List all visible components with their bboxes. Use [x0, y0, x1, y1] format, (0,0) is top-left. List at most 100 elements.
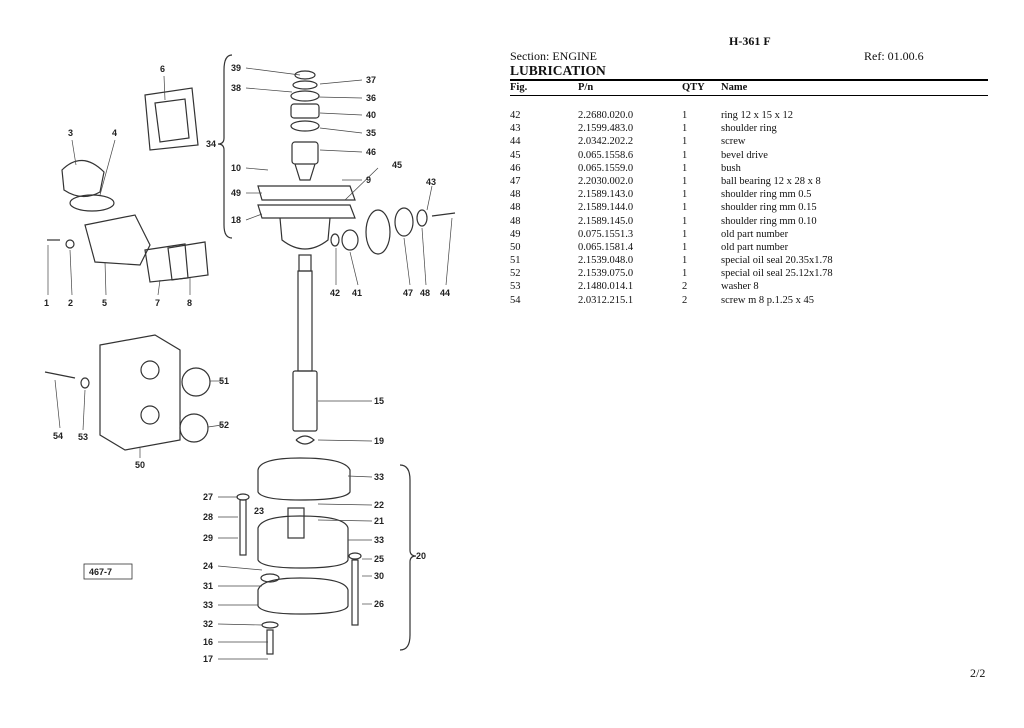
cell-name: ring 12 x 15 x 12 [721, 110, 794, 121]
cell-fig: 47 [510, 175, 521, 187]
cell-qty: 1 [682, 123, 688, 135]
callout-40: 40 [366, 110, 376, 120]
section-label: Section: ENGINE [510, 49, 597, 63]
callout-28: 28 [203, 512, 213, 522]
callout-32: 32 [203, 619, 213, 629]
page-number: 2/2 [970, 666, 986, 680]
callout-29: 29 [203, 533, 213, 543]
callout-48: 48 [420, 288, 430, 298]
callout-30: 30 [374, 571, 384, 581]
callout-10: 10 [231, 163, 241, 173]
cell-part-number: 0.065.1581.4 [578, 241, 634, 253]
cell-fig: 50 [510, 241, 521, 253]
callout-44: 44 [440, 288, 450, 298]
callout-22: 22 [374, 500, 384, 510]
header-rule [510, 79, 988, 81]
cell-fig: 54 [510, 294, 521, 306]
callout-6: 6 [160, 64, 165, 74]
callout-50: 50 [135, 460, 145, 470]
reference-label: Ref: 01.00.6 [864, 49, 924, 63]
callout-9: 9 [366, 175, 371, 185]
cell-part-number: 0.075.1551.3 [578, 228, 634, 240]
cell-qty: 1 [682, 228, 688, 240]
cell-fig: 49 [510, 228, 521, 240]
column-header-qty: QTY [682, 82, 705, 93]
cell-name: shoulder ring mm 0.15 [721, 202, 817, 214]
callout-53: 53 [78, 432, 88, 442]
cell-fig: 48 [510, 189, 521, 201]
cell-qty: 1 [682, 162, 688, 174]
callout-7: 7 [155, 298, 160, 308]
column-header-name: Name [721, 82, 748, 93]
callout-5: 5 [102, 298, 107, 308]
callout-19: 19 [374, 436, 384, 446]
callout-20: 20 [416, 551, 426, 561]
cell-name: special oil seal 25.12x1.78 [721, 268, 833, 280]
table-row: 43 2.1599.483.0 1 shoulder ring [510, 122, 988, 135]
cell-name: ball bearing 12 x 28 x 8 [721, 175, 821, 187]
cell-qty: 1 [682, 189, 688, 201]
column-header-pn: P/n [578, 82, 594, 93]
callout-26: 26 [374, 599, 384, 609]
cell-name: bevel drive [721, 149, 768, 161]
callout-43: 43 [426, 177, 436, 187]
cell-name: shoulder ring [721, 123, 777, 135]
callout-41: 41 [352, 288, 362, 298]
callout-38: 38 [231, 83, 241, 93]
cell-qty: 1 [682, 215, 688, 227]
callout-33b: 33 [374, 535, 384, 545]
cell-part-number: 2.0342.202.2 [578, 136, 634, 148]
callout-52: 52 [219, 420, 229, 430]
cell-name: screw m 8 p.1.25 x 45 [721, 294, 815, 306]
cell-part-number: 0.065.1559.0 [578, 162, 634, 174]
cell-fig: 43 [510, 123, 521, 135]
column-header-fig: Fig. [510, 82, 528, 93]
cell-part-number: 2.1589.144.0 [578, 202, 634, 214]
cell-part-number: 2.0312.215.1 [578, 294, 634, 306]
section-heading: LUBRICATION [510, 63, 606, 78]
cell-qty: 1 [682, 268, 688, 280]
callout-24: 24 [203, 561, 213, 571]
callout-21: 21 [374, 516, 384, 526]
document-title: H-361 F [729, 34, 771, 48]
callout-2: 2 [68, 298, 73, 308]
cell-part-number: 2.1539.048.0 [578, 255, 634, 267]
callout-17: 17 [203, 654, 213, 664]
callout-15: 15 [374, 396, 384, 406]
cell-name: old part number [721, 228, 789, 240]
cell-part-number: 2.2030.002.0 [578, 175, 634, 187]
callout-4: 4 [112, 128, 117, 138]
cell-qty: 1 [682, 136, 688, 148]
cell-fig: 44 [510, 136, 521, 148]
callout-39: 39 [231, 63, 241, 73]
plate-label-box [83, 563, 133, 580]
cell-part-number: 2.1539.075.0 [578, 268, 634, 280]
callout-23: 23 [254, 506, 264, 516]
callout-25: 25 [374, 554, 384, 564]
cell-name: bush [721, 162, 741, 174]
cell-qty: 2 [682, 294, 688, 306]
callout-37: 37 [366, 75, 376, 85]
callout-18: 18 [231, 215, 241, 225]
cell-qty: 1 [682, 175, 688, 187]
cell-part-number: 2.2680.020.0 [578, 110, 634, 121]
table-row: 54 2.0312.215.1 2 screw m 8 p.1.25 x 45 [510, 294, 988, 307]
callout-3: 3 [68, 128, 73, 138]
callout-54: 54 [53, 431, 63, 441]
cell-fig: 48 [510, 215, 521, 227]
callout-51: 51 [219, 376, 229, 386]
cell-name: special oil seal 20.35x1.78 [721, 255, 833, 267]
callout-33c: 33 [203, 600, 213, 610]
plate-label: 467-7 [89, 567, 112, 577]
column-header-rule [510, 95, 988, 96]
cell-part-number: 2.1599.483.0 [578, 123, 634, 135]
cell-qty: 2 [682, 281, 688, 293]
